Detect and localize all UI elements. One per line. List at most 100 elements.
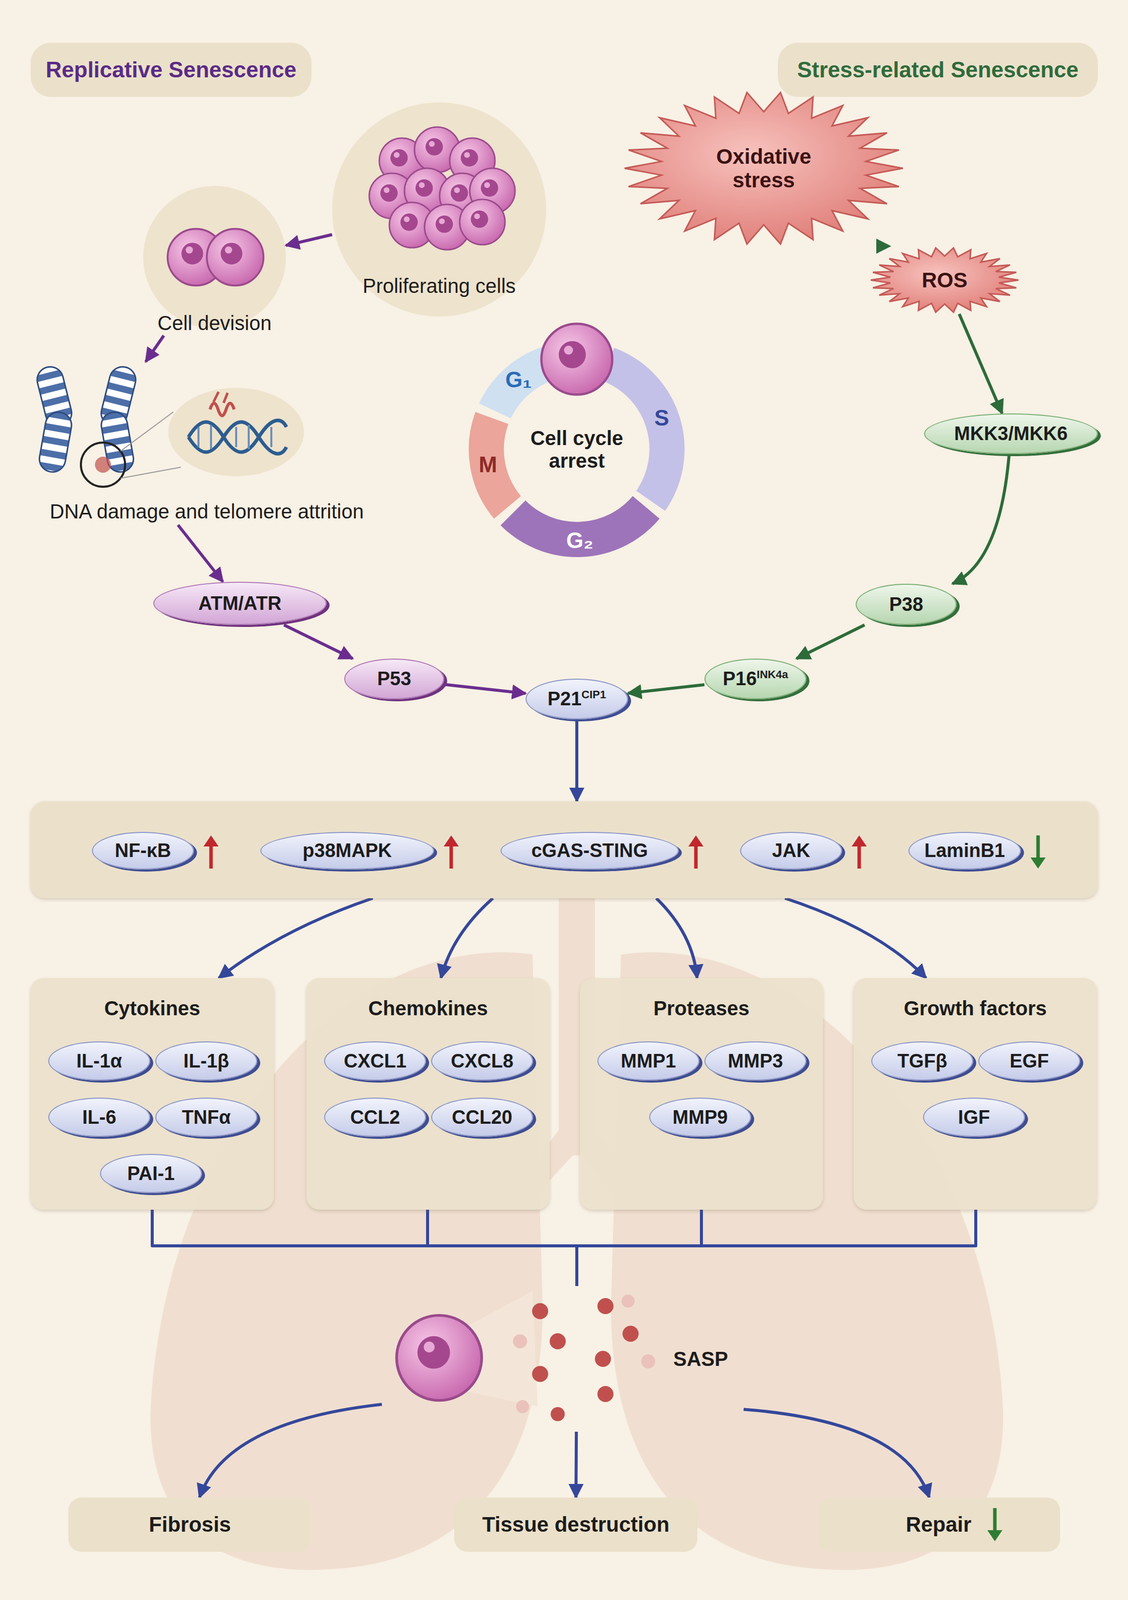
text-block: Tissue destruction xyxy=(482,1512,670,1537)
cell-cycle xyxy=(541,324,613,395)
pathway-pill: MMP3 xyxy=(704,1041,807,1081)
text-block: P53 xyxy=(377,668,412,690)
decrease-arrow xyxy=(993,1508,997,1533)
phase-label: G₁ xyxy=(505,367,532,393)
increase-arrow xyxy=(851,835,867,847)
pathway-pill: IL-1β xyxy=(155,1041,258,1081)
text-block: MKK3/MKK6 xyxy=(954,423,1068,445)
dna-helix xyxy=(168,387,304,477)
text-block: Oxidative stress xyxy=(705,144,822,192)
text-block: Fibrosis xyxy=(148,1512,231,1537)
arrow-connector xyxy=(575,719,579,802)
sasp-cell xyxy=(550,1407,565,1422)
text-block: IL-1β xyxy=(183,1050,230,1073)
text-block: Stress-related Senescence xyxy=(796,57,1079,83)
node-label: IL-6 xyxy=(82,1106,117,1128)
sasp-group-box: ChemokinesCXCL1CXCL8CCL2CCL20 xyxy=(306,978,550,1210)
text-block: p38MAPK xyxy=(302,840,392,862)
dna-helix xyxy=(188,422,287,454)
pathway-pill: CXCL1 xyxy=(324,1041,427,1081)
node-label: SASP xyxy=(673,1348,729,1371)
text-block: TNFα xyxy=(181,1106,231,1129)
stress-burst: ROS xyxy=(869,246,1020,315)
group-title: Proteases xyxy=(653,997,750,1020)
increase-arrow xyxy=(857,844,862,869)
section-heading: Stress-related Senescence xyxy=(777,42,1098,97)
text-block: IL-1α xyxy=(76,1050,123,1073)
cell-cycle-node: Cell cycle arrest xyxy=(468,341,685,558)
sasp-cell xyxy=(597,1298,614,1315)
arrow-connector xyxy=(283,625,353,659)
node-label: Proliferating cells xyxy=(362,274,517,297)
text-block: CCL2 xyxy=(350,1106,400,1129)
node-label: Cell devision xyxy=(157,312,272,335)
chromosome xyxy=(120,467,181,479)
node-label: TGFβ xyxy=(897,1050,948,1072)
illustrated-node: DNA damage and telomere attrition xyxy=(30,361,383,526)
node-label: Stress-related Senescence xyxy=(796,57,1079,82)
dividing-cell xyxy=(207,229,264,286)
arrow-connector xyxy=(952,454,1010,584)
increase-arrow xyxy=(203,835,219,847)
node-label: Tissue destruction xyxy=(482,1512,670,1537)
pathway-pill: P53 xyxy=(344,658,445,700)
text-block: LaminB1 xyxy=(924,840,1005,862)
text-block: P16INK4a xyxy=(722,668,788,690)
text-block: P21CIP1 xyxy=(547,688,607,710)
text-block: NF-κB xyxy=(115,840,172,862)
pathway-pill: CCL20 xyxy=(431,1097,534,1138)
arrow-connector xyxy=(796,625,865,659)
arrow-connector xyxy=(444,684,526,694)
text-block: ATM/ATR xyxy=(198,592,282,615)
proliferating-cells xyxy=(332,102,547,317)
decrease-arrow xyxy=(987,1530,1003,1542)
pathway-pill: MMP9 xyxy=(649,1097,752,1138)
node-label: JAK xyxy=(771,840,810,862)
node-label: P38 xyxy=(889,593,924,615)
text-block: MMP1 xyxy=(621,1050,677,1073)
burst-outline xyxy=(624,92,903,245)
node-label: EGF xyxy=(1009,1050,1049,1072)
sasp-cell xyxy=(396,1315,482,1401)
sasp-cell xyxy=(622,1325,639,1343)
node-label: P21 xyxy=(547,688,582,710)
pathway-pill: IGF xyxy=(923,1097,1025,1138)
node-label: MMP9 xyxy=(672,1106,729,1128)
lung-silhouette xyxy=(150,952,543,1571)
pathway-pill: TNFα xyxy=(155,1097,258,1138)
arrow-connector xyxy=(199,1404,382,1498)
node-label: ATM/ATR xyxy=(198,592,282,614)
node-label: IL-1α xyxy=(76,1050,123,1072)
pathway-pill: PAI-1 xyxy=(99,1154,202,1194)
brace-connector xyxy=(576,1209,702,1287)
dividing-cell xyxy=(143,185,286,329)
increase-arrow xyxy=(685,834,706,870)
node-label: CCL2 xyxy=(350,1106,400,1128)
decrease-arrow xyxy=(1036,835,1041,860)
dna-helix xyxy=(198,425,272,450)
text-block: IL-6 xyxy=(82,1106,117,1129)
illustrated-node: Cell devision xyxy=(143,188,286,336)
node-label: DNA damage and telomere attrition xyxy=(49,500,364,523)
text-block: Cell devision xyxy=(157,312,272,335)
sasp-cell xyxy=(532,1366,549,1383)
pathway-pill: ATM/ATR xyxy=(153,581,327,626)
increase-arrow xyxy=(441,834,462,870)
group-title: Chemokines xyxy=(368,997,488,1020)
text-block: JAK xyxy=(771,840,810,862)
dna-helix xyxy=(168,387,304,477)
pathway-pill: IL-6 xyxy=(48,1097,151,1138)
text-block: ROS xyxy=(921,268,968,292)
proliferating-cells xyxy=(459,199,505,245)
text-block: Repair xyxy=(905,1512,972,1537)
chromosome xyxy=(120,412,174,452)
text-block: Proliferating cells xyxy=(362,274,517,298)
text-block: P38 xyxy=(889,593,924,616)
node-label: Cell cycle arrest xyxy=(530,427,624,472)
text-block: Replicative Senescence xyxy=(45,57,297,83)
sasp-cell xyxy=(532,1298,639,1422)
arrow-connector xyxy=(656,898,697,979)
pathway-pill: JAK xyxy=(740,832,843,870)
arrow-connector xyxy=(784,898,927,979)
illustrated-node: Proliferating cells xyxy=(332,102,547,317)
